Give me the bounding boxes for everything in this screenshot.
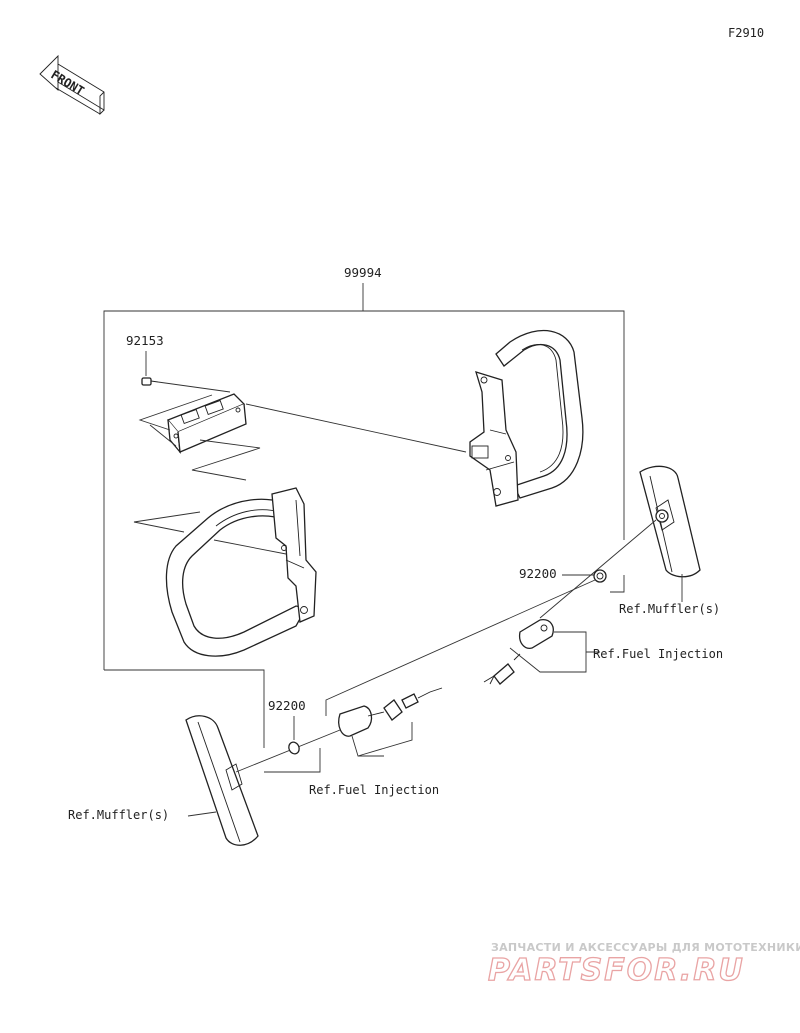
right-muffler [639,465,701,578]
kit-bracket [103,310,625,670]
cap-right-line [325,579,596,716]
front-arrow-icon: FRONT [39,54,105,116]
watermark-subtitle: ЗАПЧАСТИ И АКСЕССУАРЫ ДЛЯ МОТОТЕХНИКИ [491,941,800,954]
kit-bracket-left-drop [104,669,265,748]
ref-muffler-right: Ref.Muffler(s) [619,602,720,616]
screw-icon [141,377,159,386]
cap-right-icon [593,569,607,583]
cap-left-icon [288,741,300,755]
part-number-92200-left: 92200 [268,698,306,713]
left-fuel-injection-leader [351,722,413,757]
right-engine-guard [469,329,584,507]
figure-code: F2910 [728,26,764,40]
screw-line [157,381,231,393]
kit-bracket-right-drop [610,575,625,593]
part-number-92153: 92153 [126,333,164,348]
right-fuel-injection-leader [509,631,600,673]
left-muffler-leader [187,811,217,817]
ref-muffler-left: Ref.Muffler(s) [68,808,169,822]
left-exhaust-line [235,729,341,773]
part-number-99994: 99994 [344,265,382,280]
ref-fuel-injection-right: Ref.Fuel Injection [593,647,723,661]
right-exhaust-line [539,519,657,619]
plate-guide-lines [138,394,261,481]
left-muffler [185,715,259,846]
right-oxygen-sensor [483,619,554,685]
left-oxygen-sensor [338,687,443,737]
front-label: FRONT [48,68,86,99]
plate-to-guard-line [245,403,467,453]
cap-left-bracket [264,716,321,773]
left-engine-guard [165,487,317,657]
watermark-brand: PARTSFOR.RU [488,953,745,988]
ref-fuel-injection-left: Ref.Fuel Injection [309,783,439,797]
left-guard-guide-lines [133,511,287,555]
mounting-plate [166,393,247,455]
part-number-92200-right: 92200 [519,566,557,581]
